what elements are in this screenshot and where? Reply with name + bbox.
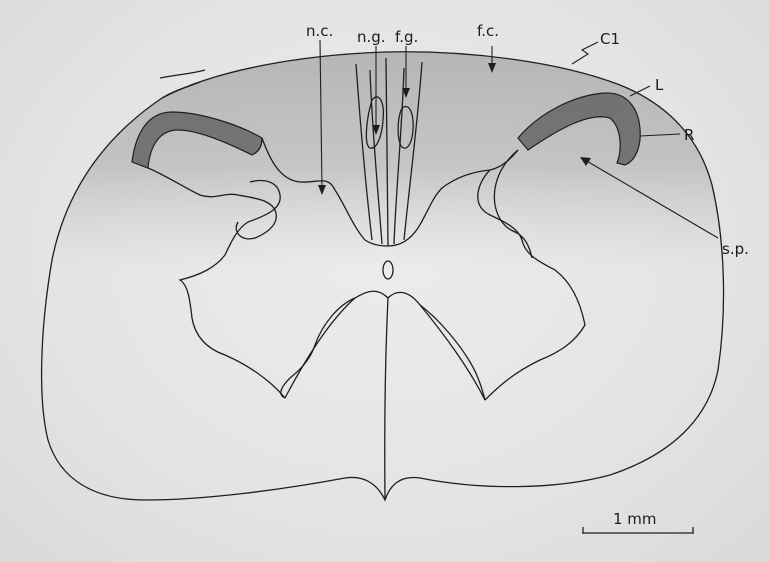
scale-bar-label: 1 mm bbox=[613, 510, 657, 528]
label-fg: f.g. bbox=[395, 28, 418, 46]
left-ventral-horn bbox=[281, 298, 355, 398]
label-l: L bbox=[655, 76, 664, 94]
label-c1: C1 bbox=[600, 30, 620, 48]
scale-bar: 1 mm bbox=[583, 510, 693, 534]
label-fc: f.c. bbox=[477, 22, 499, 40]
label-ng: n.g. bbox=[357, 28, 386, 46]
ventral-median-fissure bbox=[385, 298, 388, 500]
label-sp: s.p. bbox=[722, 240, 749, 258]
right-ventral-horn bbox=[420, 305, 485, 400]
c1-leader bbox=[572, 42, 598, 64]
label-r: R bbox=[684, 126, 694, 144]
label-nc: n.c. bbox=[306, 22, 333, 40]
